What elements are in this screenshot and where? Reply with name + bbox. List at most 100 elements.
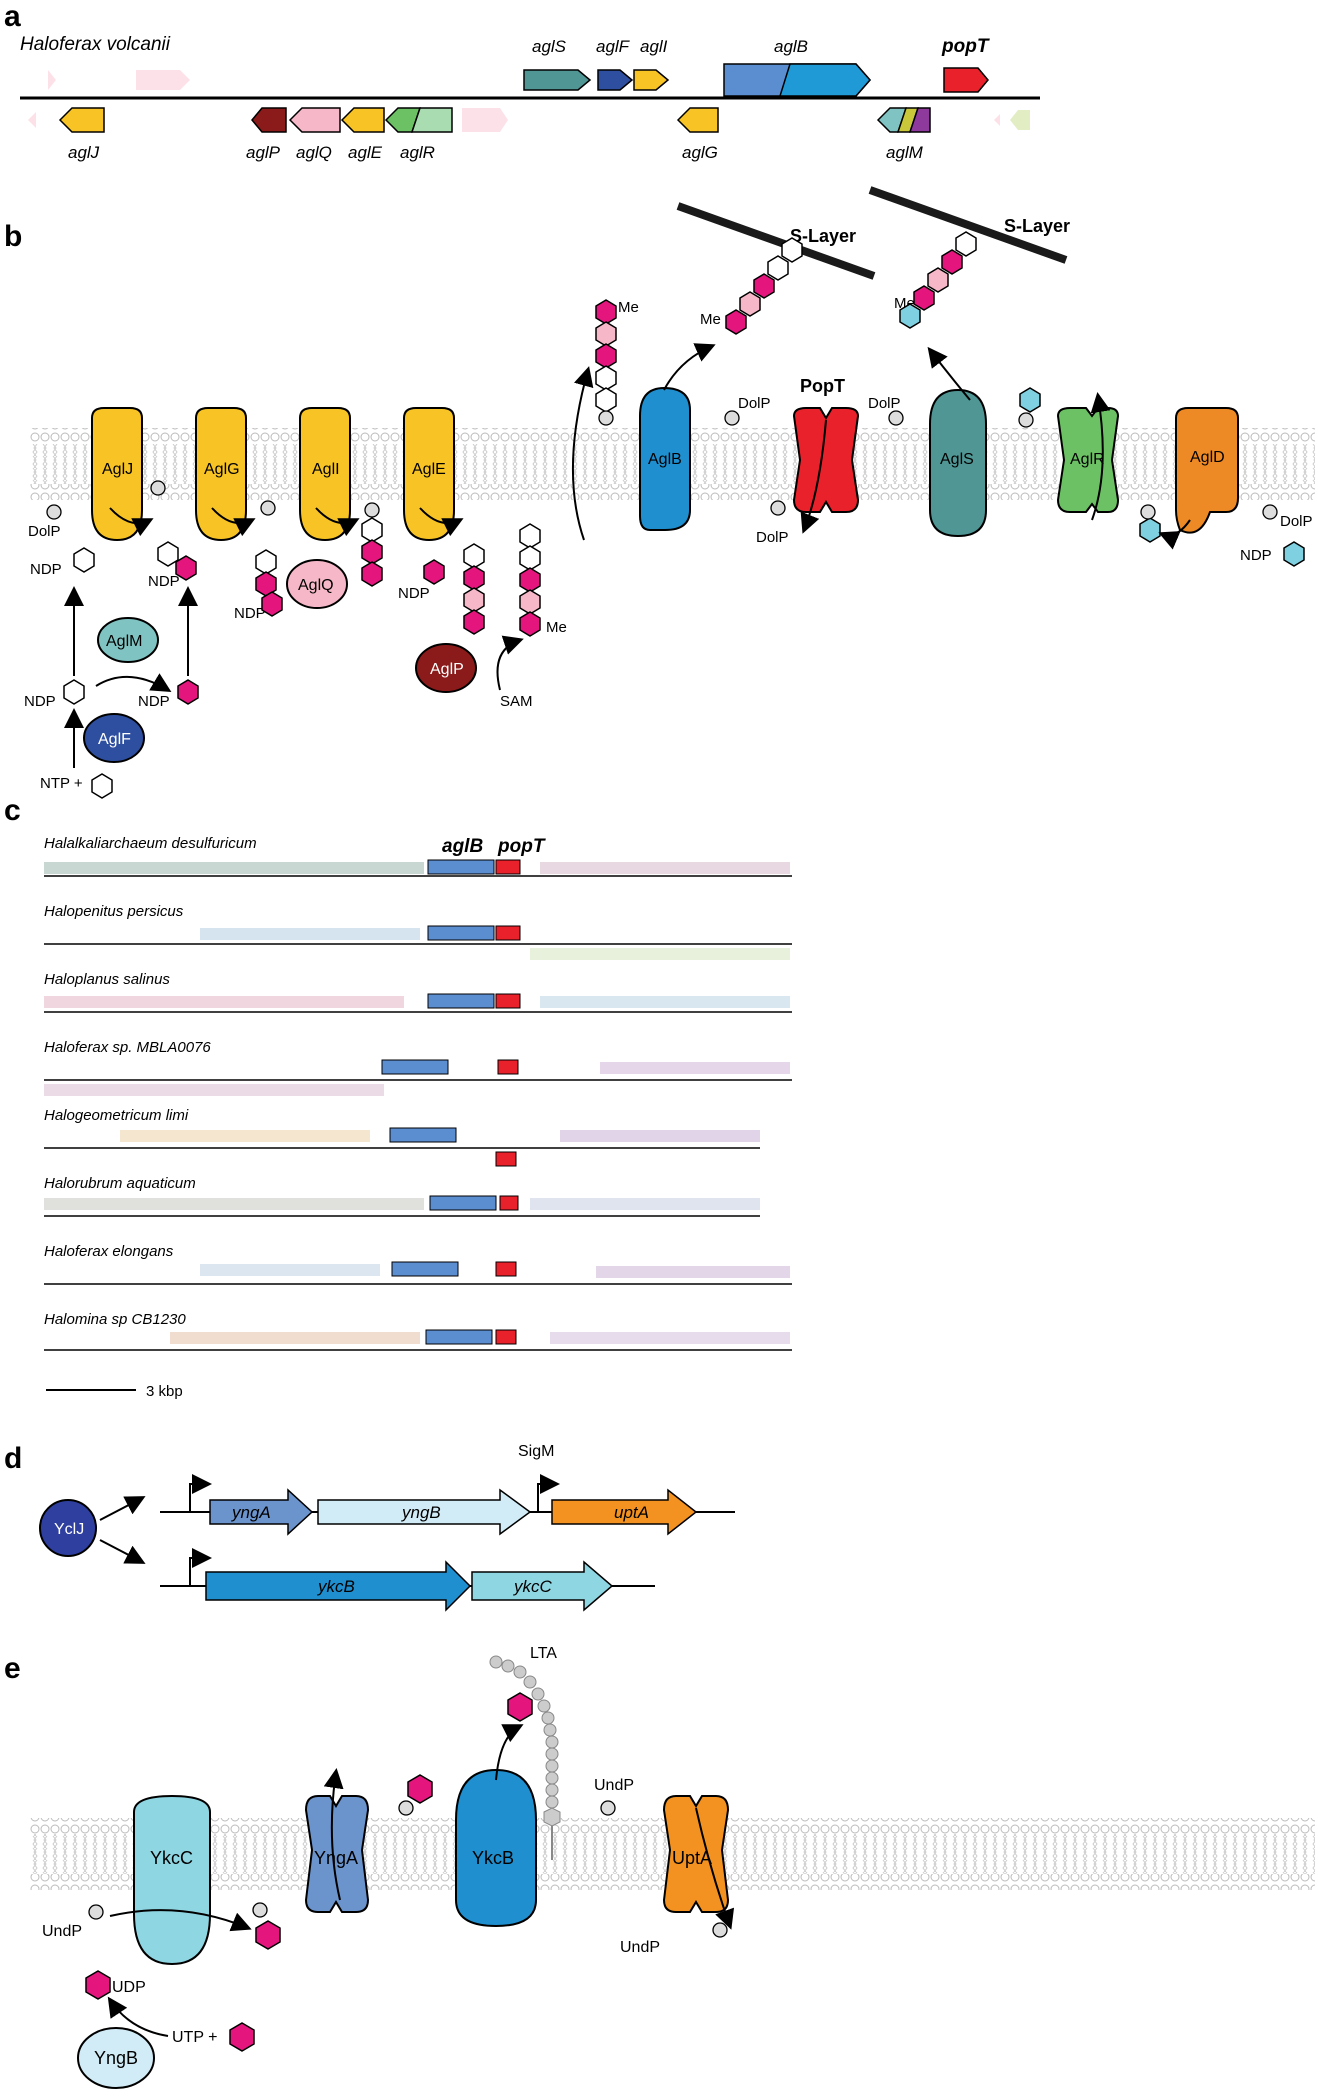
gene-ykcC: ykcC (471, 1560, 614, 1612)
gene-aglE: aglE (340, 107, 385, 162)
label-undp-3: UndP (620, 1939, 660, 1956)
species-row: Halomina sp CB1230 (44, 1311, 792, 1351)
svg-text:Halalkaliarchaeum desulfuricum: Halalkaliarchaeum desulfuricum (44, 835, 257, 852)
svg-text:AglP: AglP (430, 661, 464, 678)
panel-label-a: a (4, 0, 21, 33)
svg-text:AglF: AglF (98, 731, 131, 748)
svg-text:aglQ: aglQ (296, 143, 332, 162)
label-me-1: Me (546, 619, 567, 636)
species-row: Haloplanus salinus (44, 971, 792, 1013)
species-row: Halopenitus persicus (44, 903, 792, 960)
gene-aglJ: aglJ (58, 107, 105, 162)
protein-PopT: PopT (792, 376, 860, 513)
label-dolp-5: DolP (1280, 513, 1313, 530)
svg-text:AglS: AglS (940, 451, 974, 468)
svg-text:YclJ: YclJ (54, 1521, 84, 1538)
svg-text:aglS: aglS (532, 37, 567, 56)
protein-AglI: AglI (299, 407, 351, 542)
faded-gene (48, 70, 56, 90)
panel-e: e YkcC YngA YkcB UptA YngB (4, 1645, 1315, 2089)
protein-AglM: AglM (97, 617, 159, 663)
svg-text:ykcB: ykcB (317, 1577, 355, 1596)
svg-text:aglI: aglI (640, 37, 668, 56)
svg-text:Haloplanus salinus: Haloplanus salinus (44, 971, 170, 988)
protein-AglD: AglD (1175, 407, 1239, 534)
label-utp: UTP + (172, 2029, 218, 2046)
svg-text:popT: popT (941, 36, 990, 57)
faded-gene (462, 108, 508, 132)
protein-YngB: YngB (77, 2027, 155, 2089)
gene-aglQ: aglQ (288, 107, 341, 162)
label-undp-1: UndP (42, 1923, 82, 1940)
svg-text:ykcC: ykcC (513, 1577, 553, 1596)
label-undp-2: UndP (594, 1777, 634, 1794)
s-layer-bar-1 (676, 202, 876, 280)
svg-text:AglM: AglM (106, 633, 142, 650)
scale-bar-label: 3 kbp (146, 1383, 183, 1400)
promoter-ykcB (189, 1548, 212, 1586)
gene-aglM: aglM (876, 107, 931, 162)
panel-label-b: b (4, 220, 22, 253)
label-lta: LTA (530, 1645, 557, 1662)
svg-text:PopT: PopT (800, 376, 845, 396)
svg-text:Halorubrum aquaticum: Halorubrum aquaticum (44, 1175, 196, 1192)
protein-AglS: AglS (929, 388, 987, 538)
panel-b: b S-Layer S-Layer AglJ AglG AglI AglE (4, 186, 1315, 799)
svg-text:AglR: AglR (1070, 451, 1105, 468)
species-row: Haloferax elongans (44, 1243, 792, 1285)
phosphate-markers (46, 410, 1278, 520)
svg-text:yngA: yngA (231, 1503, 271, 1522)
gene-aglR: aglR (384, 107, 453, 162)
svg-text:aglG: aglG (682, 143, 718, 162)
svg-text:Haloferax sp. MBLA0076: Haloferax sp. MBLA0076 (44, 1039, 211, 1056)
label-ntp: NTP + (40, 775, 83, 792)
label-ndp-1: NDP (30, 561, 62, 578)
svg-text:aglP: aglP (246, 143, 281, 162)
protein-YngA: YngA (304, 1795, 370, 1913)
svg-text:Halogeometricum limi: Halogeometricum limi (44, 1107, 189, 1124)
svg-text:YkcC: YkcC (150, 1848, 193, 1868)
label-ndp-3: NDP (234, 605, 266, 622)
s-layer-label-1: S-Layer (790, 226, 856, 246)
species-row: Halorubrum aquaticum (44, 1175, 760, 1217)
protein-AglQ: AglQ (286, 559, 348, 609)
gene-aglF: aglF (596, 37, 634, 91)
protein-UptA: UptA (662, 1795, 730, 1913)
gene-aglG: aglG (676, 107, 719, 162)
svg-text:UptA: UptA (672, 1848, 712, 1868)
gene-aglI: aglI (633, 37, 670, 91)
protein-AglG: AglG (195, 407, 247, 542)
species-row: Halalkaliarchaeum desulfuricum (44, 835, 792, 877)
svg-text:AglD: AglD (1190, 449, 1225, 466)
s-layer-bar-2 (868, 186, 1068, 264)
promoter-yngA (189, 1474, 212, 1512)
protein-AglF: AglF (83, 713, 145, 763)
protein-AglB: AglB (639, 386, 691, 531)
svg-text:Halomina sp CB1230: Halomina sp CB1230 (44, 1311, 186, 1328)
faded-gene (994, 114, 1000, 126)
label-sam: SAM (500, 693, 533, 710)
protein-AglE: AglE (403, 407, 455, 542)
sugar-chains (63, 231, 1305, 799)
species-row: Haloferax sp. MBLA0076 (44, 1039, 792, 1096)
protein-YkcC: YkcC (133, 1794, 211, 1966)
label-ndp-4: NDP (398, 585, 430, 602)
label-dolp-3: DolP (868, 395, 901, 412)
gene-uptA: uptA (551, 1488, 698, 1536)
faded-gene (136, 70, 190, 90)
lta-chain (489, 1655, 561, 1860)
label-dolp-1: DolP (28, 523, 61, 540)
panel-label-c: c (4, 794, 21, 827)
pathway-arrows (107, 1724, 735, 2037)
panel-d: d YclJ SigM yngA yngB uptA ykcB (4, 1442, 735, 1612)
svg-text:uptA: uptA (614, 1503, 649, 1522)
svg-text:Haloferax elongans: Haloferax elongans (44, 1243, 174, 1260)
svg-text:Halopenitus persicus: Halopenitus persicus (44, 903, 184, 920)
svg-text:AglQ: AglQ (298, 577, 334, 594)
gene-aglP: aglP (246, 107, 287, 162)
protein-AglP: AglP (415, 643, 477, 693)
label-dolp-4: DolP (756, 529, 789, 546)
organism-label: Haloferax volcanii (20, 34, 171, 55)
svg-text:aglB: aglB (774, 37, 808, 56)
panel-label-e: e (4, 1652, 21, 1685)
